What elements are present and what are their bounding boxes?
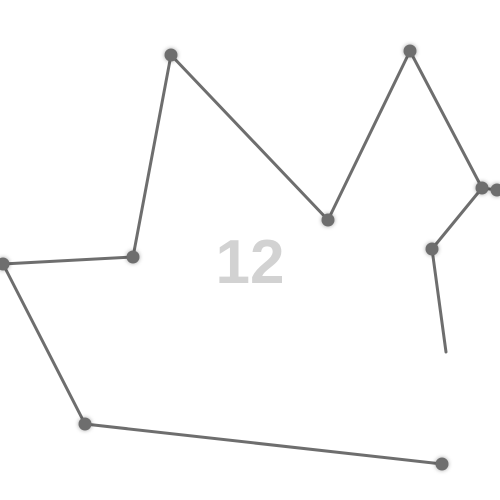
- level-number: 12: [215, 228, 285, 297]
- puzzle-dot[interactable]: [475, 181, 489, 195]
- puzzle-dot[interactable]: [490, 183, 500, 197]
- puzzle-dot[interactable]: [126, 250, 140, 264]
- connected-path-line: [1, 49, 484, 466]
- puzzle-dot[interactable]: [435, 457, 449, 471]
- puzzle-dot[interactable]: [78, 417, 92, 431]
- puzzle-dot[interactable]: [403, 44, 417, 58]
- puzzle-dot[interactable]: [425, 242, 439, 256]
- puzzle-dot[interactable]: [0, 257, 10, 271]
- puzzle-dot[interactable]: [164, 48, 178, 62]
- puzzle-dot[interactable]: [321, 213, 335, 227]
